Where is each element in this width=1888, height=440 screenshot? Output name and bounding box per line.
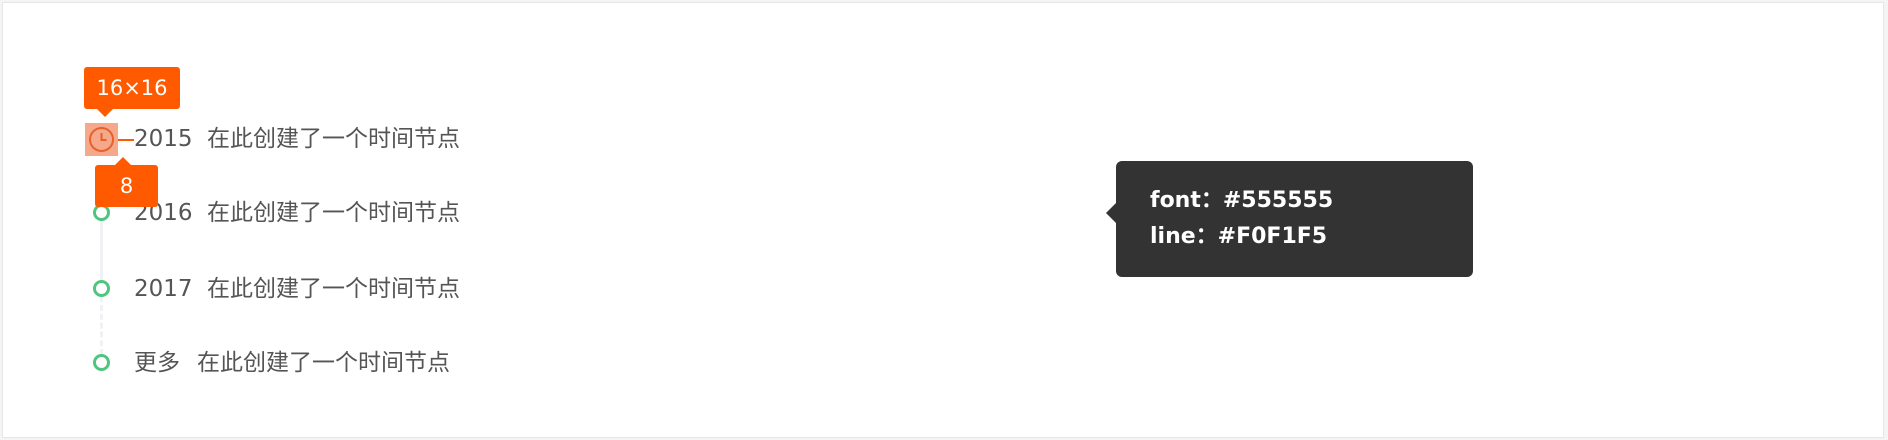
style-spec-tooltip: font：#555555 line：#F0F1F5 [1106, 161, 1473, 277]
timeline-desc: 在此创建了一个时间节点 [197, 350, 450, 376]
timeline-year: 2017 [134, 276, 193, 302]
timeline-desc: 在此创建了一个时间节点 [207, 276, 460, 302]
timeline-line-dashed [100, 296, 103, 364]
timeline-item: 2017 在此创建了一个时间节点 [0, 274, 600, 304]
tooltip-line-color: line：#F0F1F5 [1150, 224, 1328, 249]
gap-connector [118, 139, 134, 141]
timeline-year: 更多 [134, 350, 180, 376]
timeline-item: 更多 在此创建了一个时间节点 [0, 348, 600, 378]
size-annotation-badge: 16×16 [84, 67, 180, 117]
tooltip-font-color: font：#555555 [1150, 188, 1334, 213]
timeline: 2015 在此创建了一个时间节点 2016 在此创建了一个时间节点 2017 在… [0, 0, 600, 440]
timeline-item: 2015 在此创建了一个时间节点 [0, 124, 600, 154]
icon-highlight [85, 123, 118, 156]
timeline-desc: 在此创建了一个时间节点 [207, 200, 460, 226]
dot-icon [93, 280, 110, 297]
dot-icon [93, 354, 110, 371]
timeline-desc: 在此创建了一个时间节点 [207, 126, 460, 152]
clock-icon [89, 127, 114, 152]
timeline-item: 2016 在此创建了一个时间节点 [0, 198, 600, 228]
timeline-year: 2015 [134, 126, 193, 152]
gap-annotation-badge: 8 [95, 157, 158, 207]
timeline-line-solid [100, 214, 103, 290]
